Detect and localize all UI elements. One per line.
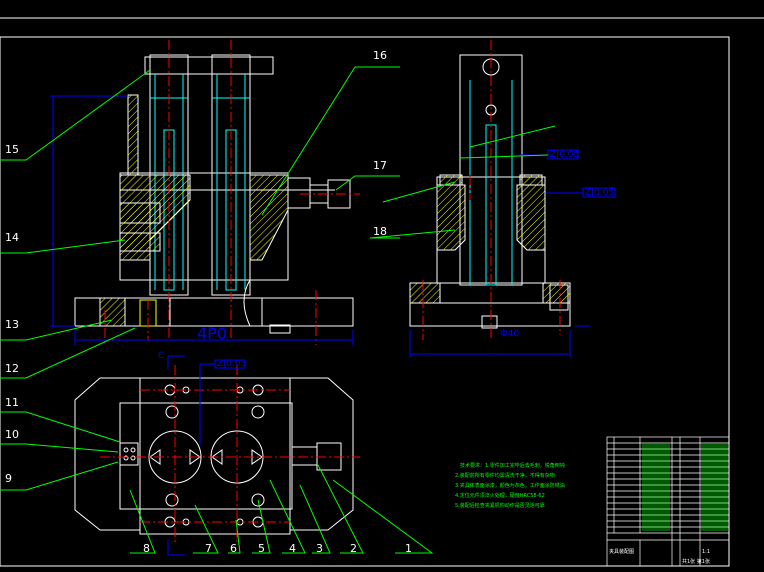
- technical-requirements: 技术要求：1.零件加工完毕后去毛刺，锐角倒钝 2.装配前所有零件均需清洗干净，不…: [455, 462, 565, 509]
- front-view: [74, 54, 354, 334]
- balloon-16: 16: [373, 49, 387, 62]
- top-view-section-mark: [167, 355, 246, 556]
- balloon-8: 8: [143, 542, 150, 555]
- balloon-labels: 15 14 13 12 11 10 9 8 7 6 5 4 3 2 1 16 1…: [5, 49, 412, 555]
- note-line: 2.装配前所有零件均需清洗干净，不得有杂物: [455, 472, 555, 479]
- note-line: 5.装配后检查夹紧机构动作是否灵活可靠: [455, 502, 545, 509]
- balloon-18: 18: [373, 225, 387, 238]
- front-view-dimensions: [50, 95, 354, 345]
- balloon-11: 11: [5, 396, 19, 409]
- balloon-6: 6: [230, 542, 237, 555]
- balloon-14: 14: [5, 231, 19, 244]
- side-view-centerlines: [422, 40, 561, 340]
- side-view-hidden: [469, 80, 513, 286]
- tolerance-tag-3: Z|0.05: [217, 359, 246, 369]
- front-width-dimension: 4P0: [197, 324, 227, 343]
- side-view-hatch: [409, 174, 571, 304]
- note-line: 3.夹具体表面涂漆，颜色为灰色，工作面涂防锈油: [455, 482, 565, 489]
- note-line: 技术要求：1.零件加工完毕后去毛刺，锐角倒钝: [460, 462, 565, 469]
- front-view-centerlines: [104, 40, 360, 345]
- side-width-dimension: Ф40: [500, 329, 519, 339]
- balloon-7: 7: [205, 542, 212, 555]
- title-block-content: 夹具装配图 1:1 共1张 第1张: [609, 444, 728, 565]
- top-view-centerlines: [100, 365, 360, 545]
- section-label-top: C: [158, 351, 164, 361]
- balloon-13: 13: [5, 318, 19, 331]
- leader-lines: [0, 66, 556, 554]
- balloon-9: 9: [5, 472, 12, 485]
- balloon-5: 5: [258, 542, 265, 555]
- title-block: [606, 436, 730, 567]
- tolerance-tag-2: Z|0.05: [585, 188, 614, 198]
- front-view-hatch: [99, 94, 289, 327]
- drawing-sheet: 共1张 第1张: [682, 558, 710, 565]
- balloon-2: 2: [350, 542, 357, 555]
- balloon-3: 3: [316, 542, 323, 555]
- balloon-1: 1: [405, 542, 412, 555]
- top-view-holes: [123, 384, 265, 528]
- balloon-15: 15: [5, 143, 19, 156]
- tolerance-tag-1: Z|0.05: [550, 150, 579, 160]
- note-line: 4.定位元件须淬火处理，硬度HRC58-62: [455, 492, 545, 499]
- balloon-17: 17: [373, 159, 387, 172]
- drawing-frame: [0, 17, 764, 567]
- drawing-title: 夹具装配图: [609, 548, 634, 555]
- drawing-scale: 1:1: [702, 549, 710, 555]
- balloon-10: 10: [5, 428, 19, 441]
- balloon-4: 4: [289, 542, 296, 555]
- balloon-12: 12: [5, 362, 19, 375]
